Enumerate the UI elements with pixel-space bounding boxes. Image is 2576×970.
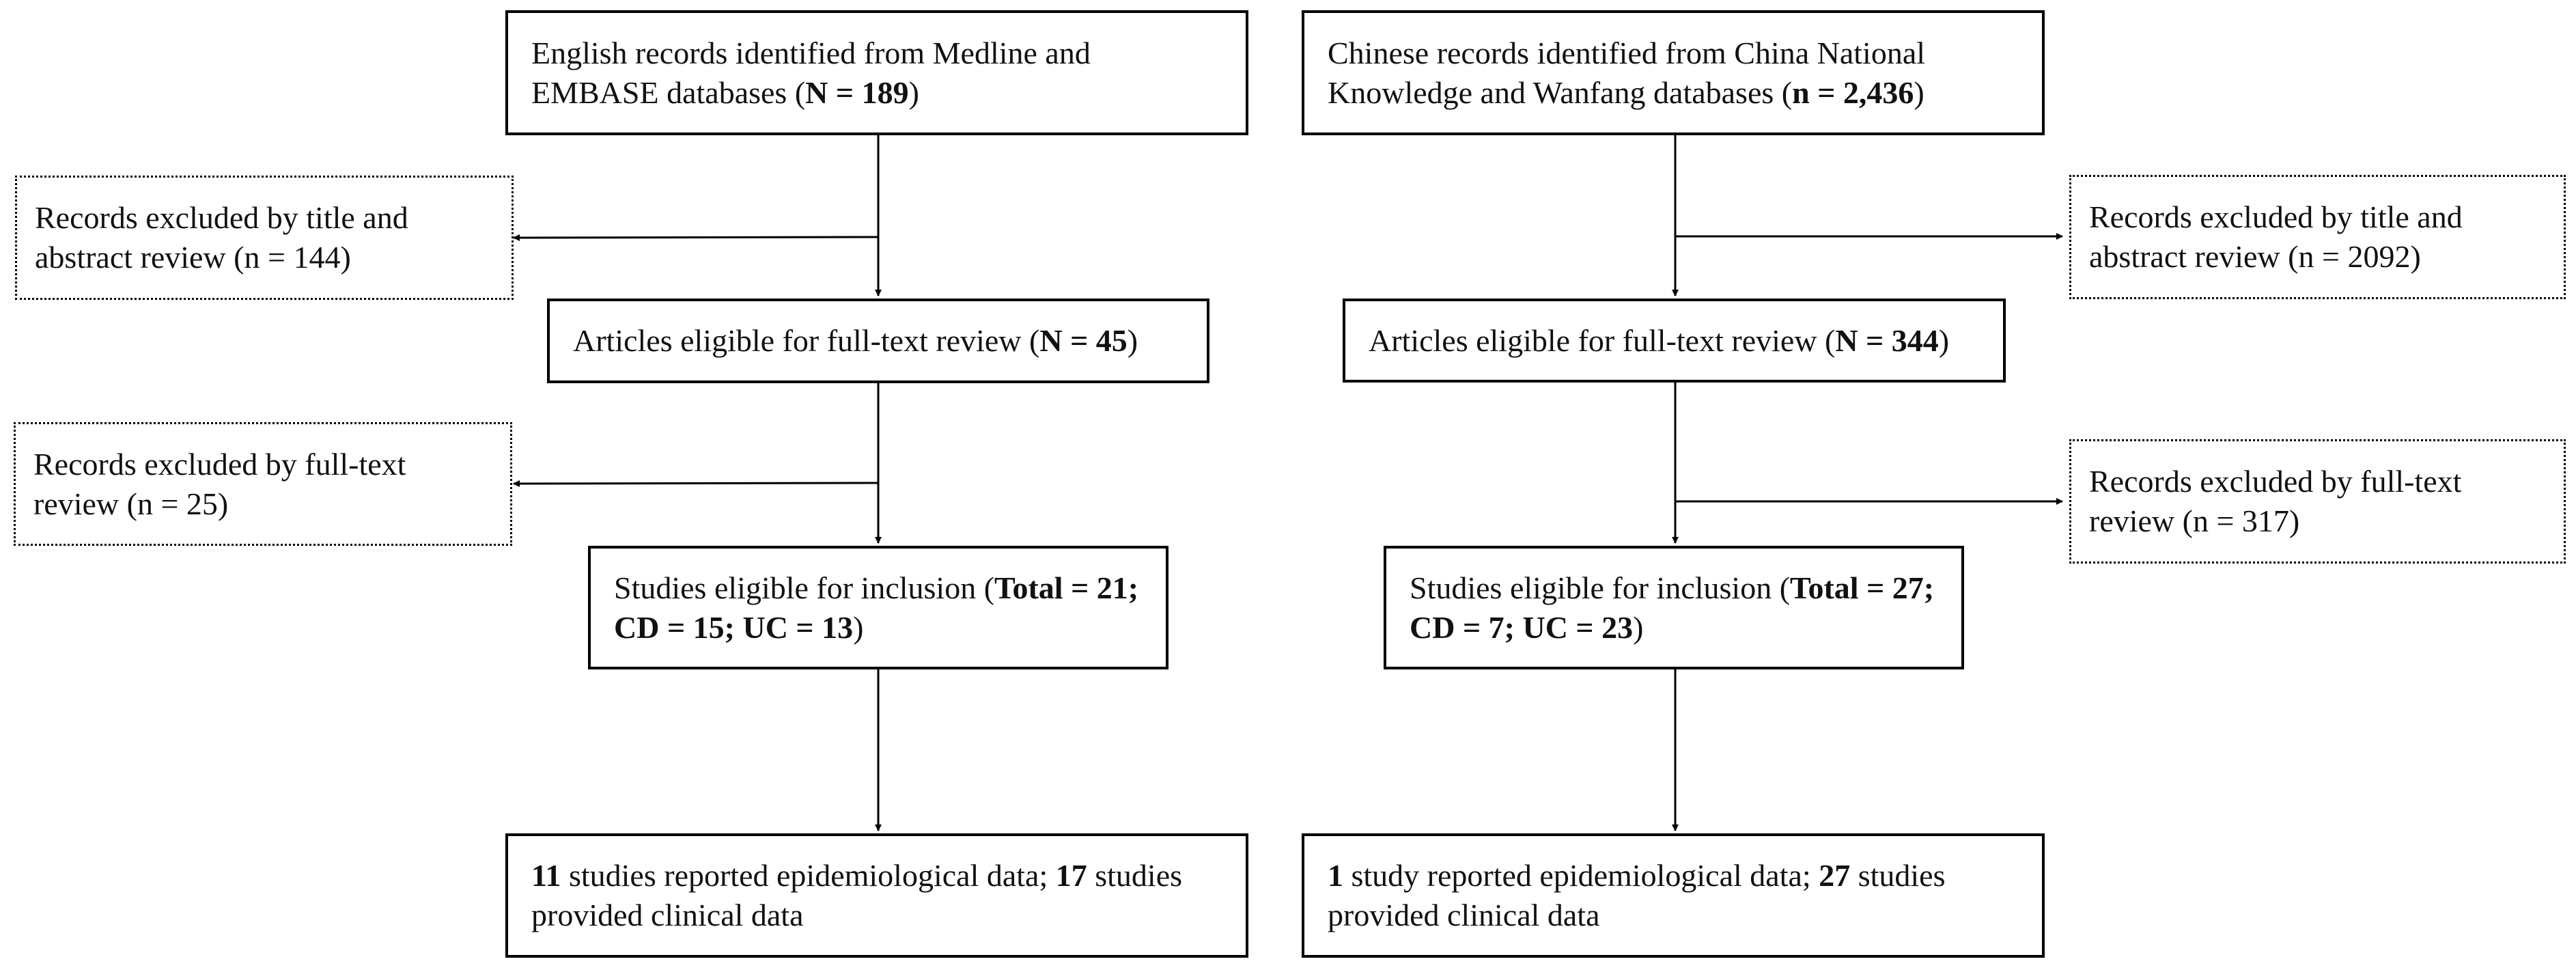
chinese-excluded-fulltext-box: Records excluded by full-text review (n … (2069, 439, 2566, 564)
chinese-identified-box: Chinese records identified from China Na… (1302, 10, 2045, 135)
english-identified-text: English records identified from Medline … (531, 35, 1091, 110)
arrow-to-excluded-title (513, 234, 879, 241)
chinese-reported-text: 1 study reported epidemiological data; 2… (1328, 858, 1946, 932)
chinese-connectors (1672, 135, 2063, 831)
chinese-excluded-title-box: Records excluded by title and abstract r… (2069, 175, 2566, 299)
english-reported-text: 11 studies reported epidemiological data… (531, 858, 1183, 932)
english-excluded-title-box: Records excluded by title and abstract r… (15, 176, 514, 300)
english-reported-box: 11 studies reported epidemiological data… (505, 833, 1248, 958)
english-eligible-fulltext-text: Articles eligible for full-text review (… (573, 323, 1138, 358)
english-excluded-fulltext-text: Records excluded by full-text review (n … (33, 446, 406, 521)
english-eligible-fulltext-box: Articles eligible for full-text review (… (547, 299, 1209, 383)
english-inclusion-text: Studies eligible for inclusion (Total = … (614, 570, 1139, 645)
chinese-eligible-fulltext-text: Articles eligible for full-text review (… (1369, 322, 1950, 358)
english-excluded-fulltext-box: Records excluded by full-text review (n … (14, 422, 512, 546)
english-connectors (513, 135, 882, 831)
chinese-inclusion-text: Studies eligible for inclusion (Total = … (1410, 570, 1935, 645)
english-excluded-title-text: Records excluded by title and abstract r… (35, 200, 408, 275)
chinese-reported-box: 1 study reported epidemiological data; 2… (1302, 833, 2045, 958)
chinese-identified-text: Chinese records identified from China Na… (1328, 35, 1926, 110)
chinese-inclusion-box: Studies eligible for inclusion (Total = … (1384, 546, 1964, 669)
chinese-eligible-fulltext-box: Articles eligible for full-text review (… (1343, 299, 2006, 383)
chinese-excluded-fulltext-text: Records excluded by full-text review (n … (2089, 464, 2462, 538)
english-inclusion-box: Studies eligible for inclusion (Total = … (588, 546, 1168, 669)
english-identified-box: English records identified from Medline … (505, 10, 1248, 135)
chinese-excluded-title-text: Records excluded by title and abstract r… (2089, 199, 2463, 274)
arrow-to-excluded-fulltext (513, 480, 879, 487)
